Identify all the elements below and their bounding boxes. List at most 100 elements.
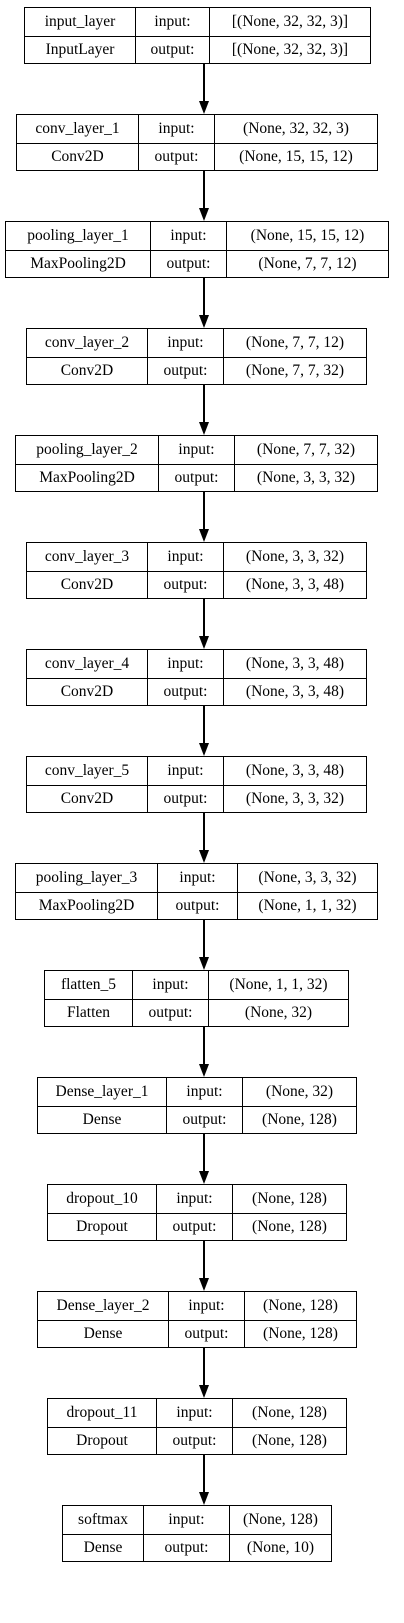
input-label: input: (156, 1399, 232, 1427)
output-label: output: (158, 463, 234, 491)
layer-class: Dropout (48, 1212, 156, 1241)
input-label: input: (150, 222, 226, 250)
arrowhead-icon (198, 850, 209, 863)
output-shape: (None, 128) (232, 1212, 346, 1240)
output-label: output: (156, 1426, 232, 1454)
output-shape: (None, 7, 7, 12) (226, 249, 388, 277)
input-shape: (None, 7, 7, 32) (234, 436, 377, 464)
output-label: output: (132, 998, 208, 1026)
input-shape: [(None, 32, 32, 3)] (209, 8, 370, 36)
output-shape: (None, 128) (232, 1426, 346, 1454)
edge-arrow-line (203, 1134, 205, 1171)
layer-class: Conv2D (27, 570, 147, 599)
output-label: output: (156, 1212, 232, 1240)
input-shape: (None, 15, 15, 12) (226, 222, 388, 250)
output-shape: (None, 15, 15, 12) (214, 142, 377, 170)
layer-class: Conv2D (27, 356, 147, 385)
input-shape: (None, 128) (232, 1399, 346, 1427)
output-label: output: (150, 249, 226, 277)
output-label: output: (147, 570, 223, 598)
input-shape: (None, 128) (232, 1185, 346, 1213)
arrowhead-icon (198, 1278, 209, 1291)
edge-arrow-line (203, 171, 205, 208)
layer-class: MaxPooling2D (16, 891, 157, 920)
layer-name: flatten_5 (60, 976, 117, 993)
edge-arrow-line (203, 1027, 205, 1064)
layer-name: dropout_10 (66, 1190, 138, 1207)
output-label: output: (147, 677, 223, 705)
layer-name: pooling_layer_1 (27, 227, 129, 244)
layer-name: conv_layer_1 (35, 120, 120, 137)
input-label: input: (158, 436, 234, 464)
layer-name: Dense_layer_1 (55, 1083, 149, 1100)
edge-arrow-line (203, 64, 205, 101)
output-shape: (None, 3, 3, 32) (223, 784, 366, 812)
output-label: output: (138, 142, 214, 170)
input-label: input: (147, 757, 223, 785)
input-label: input: (132, 971, 208, 999)
layer-class: Conv2D (17, 142, 138, 171)
input-shape: (None, 128) (229, 1506, 331, 1534)
edge-arrow-line (203, 1241, 205, 1278)
arrowhead-icon (198, 315, 209, 328)
output-shape: (None, 128) (242, 1105, 356, 1133)
input-label: input: (147, 329, 223, 357)
input-shape: (None, 128) (244, 1292, 356, 1320)
layer-class: Conv2D (27, 677, 147, 706)
input-label: input: (147, 650, 223, 678)
input-shape: (None, 1, 1, 32) (208, 971, 348, 999)
output-label: output: (147, 784, 223, 812)
layer-class: Dense (63, 1533, 143, 1562)
output-shape: (None, 32) (208, 998, 348, 1026)
arrowhead-icon (198, 208, 209, 221)
arrowhead-icon (198, 1171, 209, 1184)
arrowhead-icon (198, 743, 209, 756)
arrowhead-icon (198, 1064, 209, 1077)
input-label: input: (157, 864, 237, 892)
layer-class: Flatten (45, 998, 132, 1027)
layer-name: softmax (78, 1511, 128, 1528)
layer-name: input_layer (44, 13, 116, 30)
layer-name: conv_layer_2 (44, 334, 130, 351)
output-shape: (None, 3, 3, 48) (223, 677, 366, 705)
output-label: output: (147, 356, 223, 384)
layer-name: Dense_layer_2 (56, 1297, 150, 1314)
edge-arrow-line (203, 492, 205, 529)
layer-class: MaxPooling2D (16, 463, 158, 492)
input-label: input: (156, 1185, 232, 1213)
layer-name: conv_layer_3 (44, 548, 130, 565)
output-label: output: (143, 1533, 229, 1561)
edge-arrow-line (203, 1348, 205, 1385)
output-shape: (None, 1, 1, 32) (237, 891, 377, 919)
input-label: input: (166, 1078, 242, 1106)
output-shape: (None, 7, 7, 32) (223, 356, 366, 384)
input-label: input: (168, 1292, 244, 1320)
output-label: output: (135, 35, 209, 63)
layer-name: conv_layer_5 (44, 762, 130, 779)
layer-class: Dropout (48, 1426, 156, 1455)
arrowhead-icon (198, 1385, 209, 1398)
edge-arrow-line (203, 920, 205, 957)
edge-arrow-line (203, 599, 205, 636)
output-shape: (None, 3, 3, 48) (223, 570, 366, 598)
layer-name: pooling_layer_3 (35, 869, 138, 886)
edge-arrow-line (203, 813, 205, 850)
input-label: input: (135, 8, 209, 36)
edge-arrow-line (203, 385, 205, 422)
output-label: output: (168, 1319, 244, 1347)
arrowhead-icon (198, 101, 209, 114)
layer-name: pooling_layer_2 (36, 441, 138, 458)
arrowhead-icon (198, 957, 209, 970)
output-shape: (None, 3, 3, 32) (234, 463, 377, 491)
